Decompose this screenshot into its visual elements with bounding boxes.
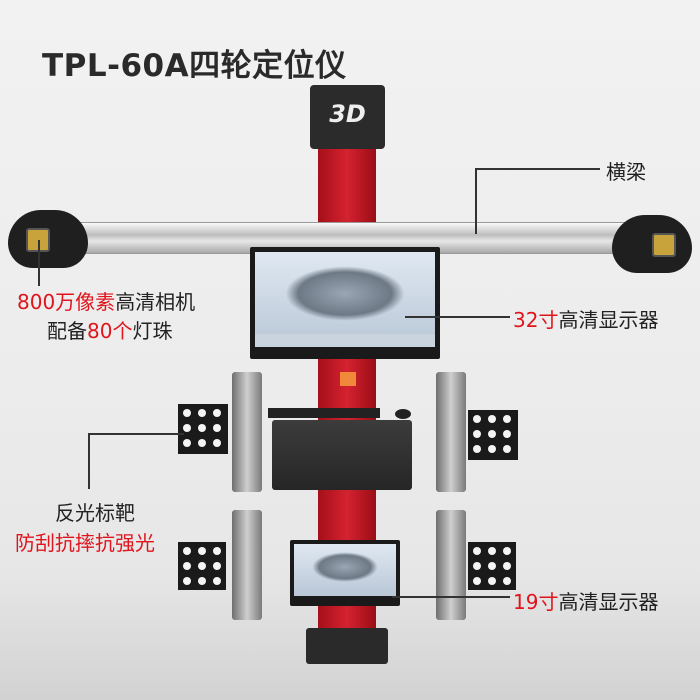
- target-lower-left: [178, 542, 226, 590]
- clamp-upper-right: [436, 372, 466, 492]
- camera-callout-line: [38, 240, 40, 286]
- monitor32-size-text: 32寸: [513, 308, 559, 332]
- camera-led-count-text: 80个: [87, 319, 133, 343]
- camera-label-line1: 800万像素高清相机: [17, 286, 195, 315]
- monitor-19: [290, 540, 400, 606]
- clamp-lower-right: [436, 510, 466, 620]
- camera-led-text: 灯珠: [132, 319, 173, 343]
- badge-3d: 3D: [329, 100, 366, 128]
- target-callout-line-v: [88, 433, 90, 489]
- left-camera: [8, 210, 88, 268]
- clamp-lower-left: [232, 510, 262, 620]
- beam-callout-line-v: [475, 168, 477, 234]
- monitor19-callout-line: [392, 596, 510, 598]
- car-image-small: [312, 552, 378, 582]
- monitor-32: [250, 247, 440, 359]
- mouse: [395, 409, 411, 419]
- cabinet-tray: [272, 420, 412, 490]
- column-sticker: [340, 372, 356, 386]
- keyboard: [268, 408, 380, 418]
- camera-equip-text: 配备: [47, 319, 87, 343]
- clamp-upper-left: [232, 372, 262, 492]
- beam-callout-line-h: [475, 168, 600, 170]
- monitor32-desc-text: 高清显示器: [558, 308, 659, 332]
- camera-label-line2: 配备80个灯珠: [47, 315, 172, 344]
- camera-hd-text: 高清相机: [115, 290, 196, 314]
- car-image: [285, 266, 405, 321]
- product-title: TPL-60A四轮定位仪: [42, 48, 347, 84]
- monitor19-size-text: 19寸: [513, 590, 559, 614]
- monitor-32-statusbar: [255, 334, 435, 347]
- target-label-line1: 反光标靶: [55, 501, 135, 525]
- top-badge-box: [310, 85, 385, 149]
- target-callout-line-h: [88, 433, 184, 435]
- monitor32-callout-line: [405, 316, 510, 318]
- machine-base: [306, 628, 388, 664]
- monitor32-label: 32寸高清显示器: [513, 304, 658, 333]
- target-label-line2: 防刮抗摔抗强光: [15, 531, 155, 555]
- target-lower-right: [468, 542, 516, 590]
- monitor19-label: 19寸高清显示器: [513, 586, 658, 615]
- right-camera-lens-icon: [652, 233, 676, 257]
- target-upper-right: [468, 410, 518, 460]
- monitor-19-screen: [294, 544, 396, 596]
- monitor19-desc-text: 高清显示器: [558, 590, 659, 614]
- camera-pixels-text: 800万像素: [17, 290, 116, 314]
- right-camera: [612, 215, 692, 273]
- target-upper-left: [178, 404, 228, 454]
- monitor-32-screen: [255, 252, 435, 347]
- beam-label: 横梁: [606, 160, 646, 184]
